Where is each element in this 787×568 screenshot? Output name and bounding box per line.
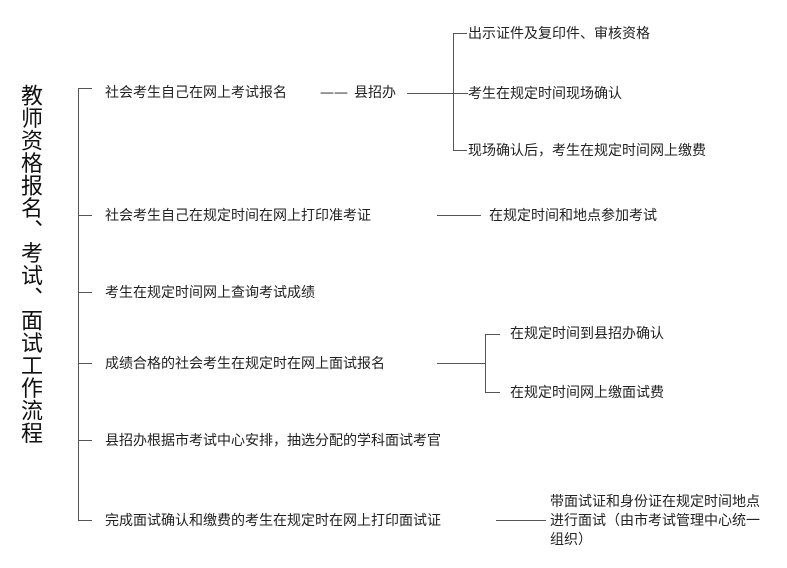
branch-tick <box>485 392 500 393</box>
step-1-dash: —— <box>320 85 348 101</box>
step-2-next: 在规定时间和地点参加考试 <box>489 208 657 224</box>
step-1-branch-1: 出示证件及复印件、审核资格 <box>468 26 650 42</box>
step-2-text: 社会考生自己在规定时间在网上打印准考证 <box>105 208 371 224</box>
step-4-branch-1: 在规定时间到县招办确认 <box>510 326 664 342</box>
step-1-text: 社会考生自己在网上考试报名 <box>105 85 287 101</box>
step-1-branch-2: 考生在规定时间现场确认 <box>468 86 622 102</box>
step-6-next: 带面试证和身份证在规定时间地点进行面试（由市考试管理中心统一组织） <box>550 494 760 548</box>
step-1-branch-3: 现场确认后，考生在规定时间网上缴费 <box>468 143 706 159</box>
branch-tick <box>453 150 467 151</box>
connector <box>437 215 481 216</box>
connector <box>496 520 546 521</box>
step-1-office: 县招办 <box>354 85 396 101</box>
bracket-tick <box>78 363 92 364</box>
bracket-tick <box>78 88 92 89</box>
diagram-title: 教师资格报名、考试、面试工作流程 <box>17 84 42 444</box>
step-4-branch-2: 在规定时间网上缴面试费 <box>510 385 664 401</box>
connector <box>407 93 468 94</box>
branch-tick <box>453 33 467 34</box>
bracket-tick <box>78 215 92 216</box>
bracket-tick <box>78 520 92 521</box>
main-bracket-line <box>78 88 79 521</box>
bracket-tick <box>78 292 92 293</box>
step-3-text: 考生在规定时间网上查询考试成绩 <box>105 285 315 301</box>
step-5-text: 县招办根据市考试中心安排，抽选分配的学科面试考官 <box>105 433 441 449</box>
branch-tick <box>485 334 500 335</box>
step-4-text: 成绩合格的社会考生在规定时在网上面试报名 <box>105 356 385 372</box>
connector <box>437 363 485 364</box>
bracket-tick <box>78 440 92 441</box>
branch-bracket <box>453 33 454 151</box>
branch-bracket <box>485 334 486 393</box>
step-6-text: 完成面试确认和缴费的考生在规定时在网上打印面试证 <box>105 513 441 529</box>
